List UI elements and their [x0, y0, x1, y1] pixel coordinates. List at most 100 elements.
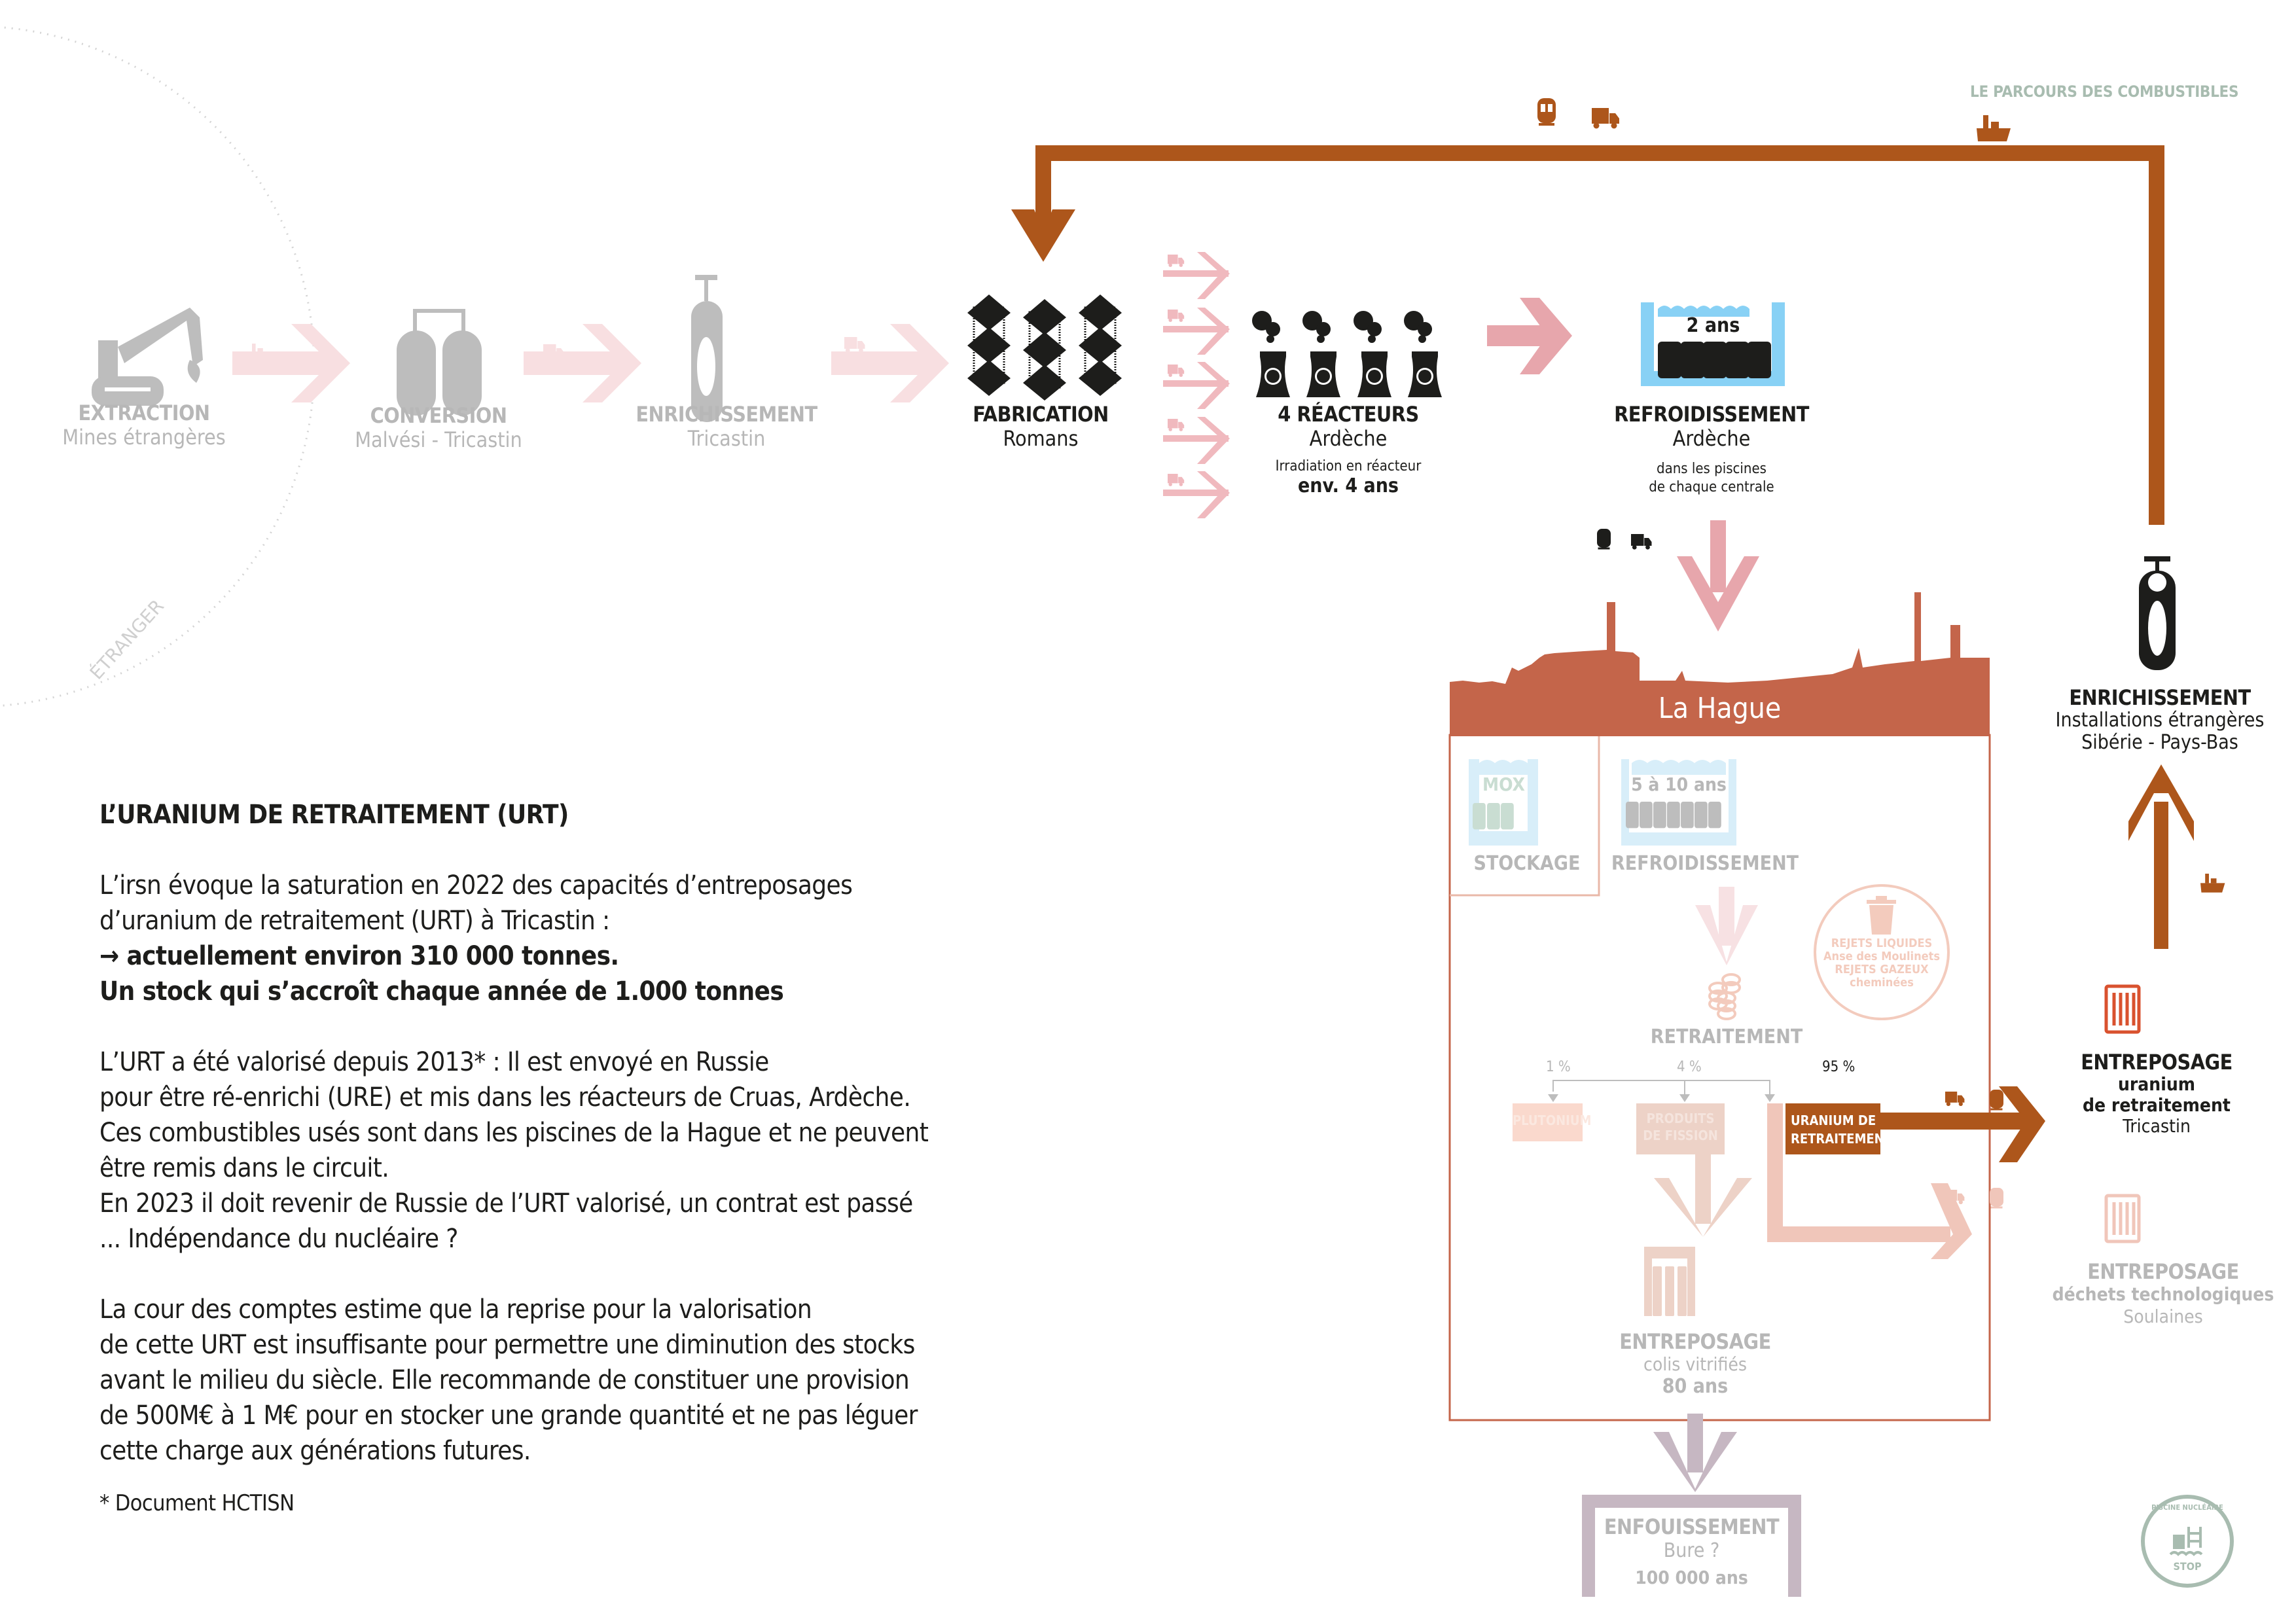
vitrifies-duration: 80 ans [1662, 1375, 1729, 1398]
cooling-tower-icon [1354, 311, 1391, 397]
article-line: de cette URT est insuffisante pour perme… [99, 1330, 915, 1360]
irradiation-duration: env. 4 ans [1298, 474, 1399, 497]
rejets-liquides-location: Anse des Moulinets [1823, 950, 1940, 963]
container-icon [2104, 984, 2141, 1034]
train-icon [1537, 98, 1556, 126]
coins-icon [1708, 973, 1741, 1020]
cooling-note-2: de chaque centrale [1649, 479, 1774, 495]
article-line: être remis dans le circuit. [99, 1153, 389, 1183]
mox-pool-icon [1469, 759, 1538, 846]
step-subtitle: Mines étrangères [62, 425, 226, 450]
article-highlight: Un stock qui s’accroît chaque année de 1… [99, 976, 784, 1007]
arrow-to-enfouissement [1653, 1414, 1737, 1492]
step-subtitle-2: Sibérie - Pays-Bas [2081, 731, 2238, 754]
split-connector [1552, 1080, 1770, 1099]
article-line: ... Indépendance du nucléaire ? [99, 1224, 458, 1254]
enfouissement-frame [1582, 1495, 1801, 1597]
cooling-tower-icon [1302, 311, 1340, 397]
upstream-arrows [232, 324, 949, 402]
arrow-to-reactor [1163, 308, 1230, 355]
step-entreposage-dechets: ENTREPOSAGE déchets technologiques Soula… [2036, 1260, 2291, 1328]
split-pct-plutonium: 1 % [1546, 1059, 1571, 1075]
arrow-to-foreign-enrichment [2128, 764, 2194, 949]
radioactive-truck-icon [1168, 474, 1185, 486]
urt-box [1785, 1103, 1880, 1154]
urt-label: URANIUM DE RETRAITEMENT [1791, 1111, 1893, 1148]
la-hague-skyline [1450, 592, 1990, 736]
article-line: pour être ré-enrichi (URE) et mis dans l… [99, 1082, 911, 1113]
article-line: En 2023 il doit revenir de Russie de l’U… [99, 1188, 913, 1219]
vitrified-storage-icon [1644, 1247, 1695, 1316]
train-icon [1597, 529, 1611, 550]
article-line: de 500M€ à 1 M€ pour en stocker une gran… [99, 1400, 918, 1431]
enfouissement-duration: 100 000 ans [1635, 1567, 1748, 1588]
cooling-tower-icon [1404, 311, 1442, 397]
radioactive-truck-icon [1168, 310, 1185, 322]
arrow-to-reactor [1163, 471, 1230, 518]
arrow-extraction-conversion [232, 324, 350, 402]
fuel-return-loop [1011, 145, 2164, 525]
article-line: avant le milieu du siècle. Elle recomman… [99, 1365, 910, 1395]
rejets-liquides: REJETS LIQUIDES [1831, 936, 1933, 950]
plutonium-box [1513, 1103, 1583, 1141]
stop-piscine-stamp-logo [2141, 1495, 2234, 1588]
article-line: cette charge aux générations futures. [99, 1436, 531, 1466]
step-subtitle-2: de retraitement [2083, 1094, 2231, 1116]
article-footnote: * Document HCTISN [99, 1490, 295, 1516]
radioactive-truck-icon [1168, 419, 1185, 431]
barrels-group [1658, 342, 1771, 378]
step-title: ENRICHISSEMENT [636, 402, 817, 427]
step-entreposage-urt: ENTREPOSAGE uranium de retraitement Tric… [2049, 1050, 2265, 1137]
step-reacteurs: 4 RÉACTEURS Ardèche Irradiation en réact… [1240, 402, 1456, 497]
split-pct-urt: 95 % [1822, 1059, 1856, 1075]
mox-barrels-group [1473, 803, 1514, 830]
ship-icon [247, 344, 272, 362]
arrow-to-reactor [1163, 417, 1230, 464]
excavator-icon [92, 308, 203, 406]
arrow-down-icon [1679, 1094, 1690, 1102]
arrow-to-vitrifies [1654, 1152, 1752, 1237]
foreign-region-label: ÉTRANGER [85, 595, 168, 684]
fission-label-line: DE FISSION [1643, 1128, 1718, 1143]
radioactive-truck-icon [1168, 365, 1185, 377]
cooling-tower-icon [1252, 311, 1290, 397]
article-line: Ces combustibles usés sont dans les pisc… [99, 1118, 929, 1148]
article-line: La cour des comptes estime que la repris… [99, 1294, 812, 1325]
radioactive-truck-icon [1945, 1092, 1965, 1107]
la-hague-title: La Hague [1658, 692, 1782, 725]
article-line: L’URT a été valorisé depuis 2013* : Il e… [99, 1047, 769, 1077]
arrow-down-icon [1765, 1094, 1775, 1102]
produits-fission-box [1636, 1103, 1725, 1154]
cooling-pool-icon [1641, 302, 1785, 386]
step-title: EXTRACTION [78, 401, 211, 425]
pool-duration-label: 2 ans [1686, 314, 1740, 337]
step-refroidissement: REFROIDISSEMENT Ardèche dans les piscine… [1597, 402, 1826, 497]
step-subtitle: déchets technologiques [2052, 1283, 2274, 1305]
stamp-top-text: PISCINE NUCLÉAIRE [2151, 1503, 2223, 1512]
hague-refroidissement-label: REFROIDISSEMENT [1611, 852, 1799, 875]
rejets-gazeux: REJETS GAZEUX [1835, 963, 1929, 976]
irradiation-note: Irradiation en réacteur [1275, 458, 1422, 474]
reactors-group [1252, 311, 1442, 397]
step-enrichissement-etranger: ENRICHISSEMENT Installations étrangères … [2022, 686, 2296, 754]
arrow-to-dechets [1767, 1103, 1972, 1259]
centrifuge-icon [2139, 556, 2176, 670]
step-extraction: EXTRACTION Mines étrangères [39, 401, 249, 450]
arrow-to-la-hague [1677, 520, 1759, 632]
rejets-text: REJETS LIQUIDES Anse des Moulinets REJET… [1816, 937, 1947, 990]
article-title: L’URANIUM DE RETRAITEMENT (URT) [99, 800, 569, 830]
step-enrichissement: ENRICHISSEMENT Tricastin [622, 402, 831, 451]
urt-label-line: URANIUM DE [1791, 1113, 1876, 1128]
stockage-label: STOCKAGE [1473, 852, 1581, 875]
train-icon [1990, 1188, 2003, 1209]
stockage-divider [1450, 736, 1600, 897]
urt-label-line: RETRAITEMENT [1791, 1131, 1893, 1147]
step-title: 4 RÉACTEURS [1278, 402, 1419, 427]
step-title: CONVERSION [370, 403, 507, 428]
la-hague-frame [1448, 734, 1991, 1421]
arrow-conversion-enrichissement [524, 324, 641, 402]
step-title: ENTREPOSAGE [2087, 1259, 2239, 1284]
step-title: ENRICHISSEMENT [2069, 685, 2251, 710]
trash-bin-icon [1867, 896, 1896, 935]
enfouissement-sub: Bure ? [1663, 1539, 1720, 1562]
